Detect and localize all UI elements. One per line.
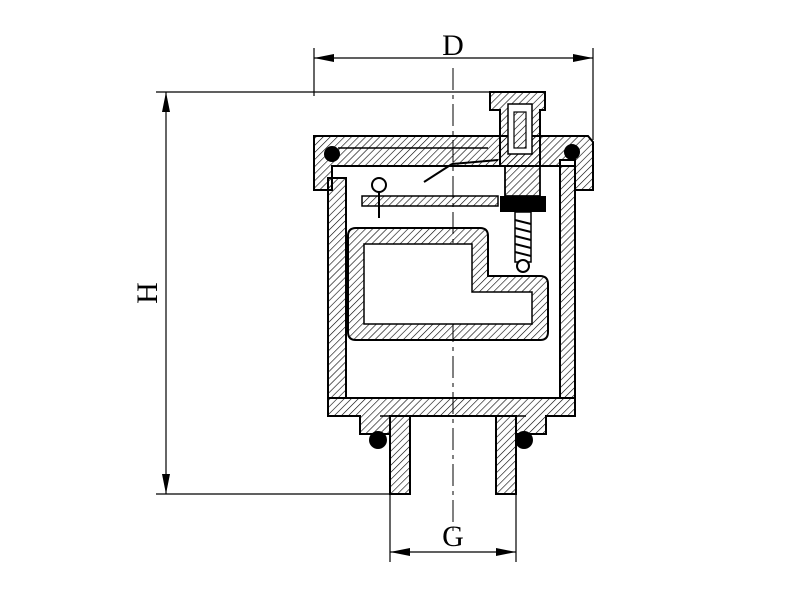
o-ring-bottom-left: [369, 431, 387, 449]
inlet-wall-left: [389, 415, 411, 495]
lever-arm: [361, 159, 499, 218]
g-arrow-right: [496, 548, 516, 556]
g-arrow-left: [390, 548, 410, 556]
vent-plunger: [513, 111, 527, 149]
float-cavity: [363, 243, 533, 325]
d-label: D: [442, 29, 464, 62]
d-arrow-right: [573, 54, 593, 62]
body-wall-left: [327, 177, 347, 399]
o-ring-cover-left: [324, 146, 340, 162]
h-label: H: [131, 282, 164, 304]
h-arrow-top: [162, 92, 170, 112]
lever-pivot: [371, 177, 387, 193]
body-wall-right: [559, 165, 576, 399]
o-ring-cover-right: [564, 144, 580, 160]
g-label: G: [442, 520, 464, 553]
inlet-wall-right: [495, 415, 517, 495]
valve-seat: [504, 165, 541, 197]
o-ring-bottom-right: [515, 431, 533, 449]
valve-body: [313, 91, 594, 495]
valve-gasket: [500, 196, 546, 212]
d-arrow-left: [314, 54, 334, 62]
dimension-d: D: [313, 29, 594, 140]
valve-stem: [514, 211, 532, 273]
dimension-h: H: [131, 91, 540, 495]
dimension-g: G: [389, 494, 517, 562]
h-arrow-bottom: [162, 474, 170, 494]
